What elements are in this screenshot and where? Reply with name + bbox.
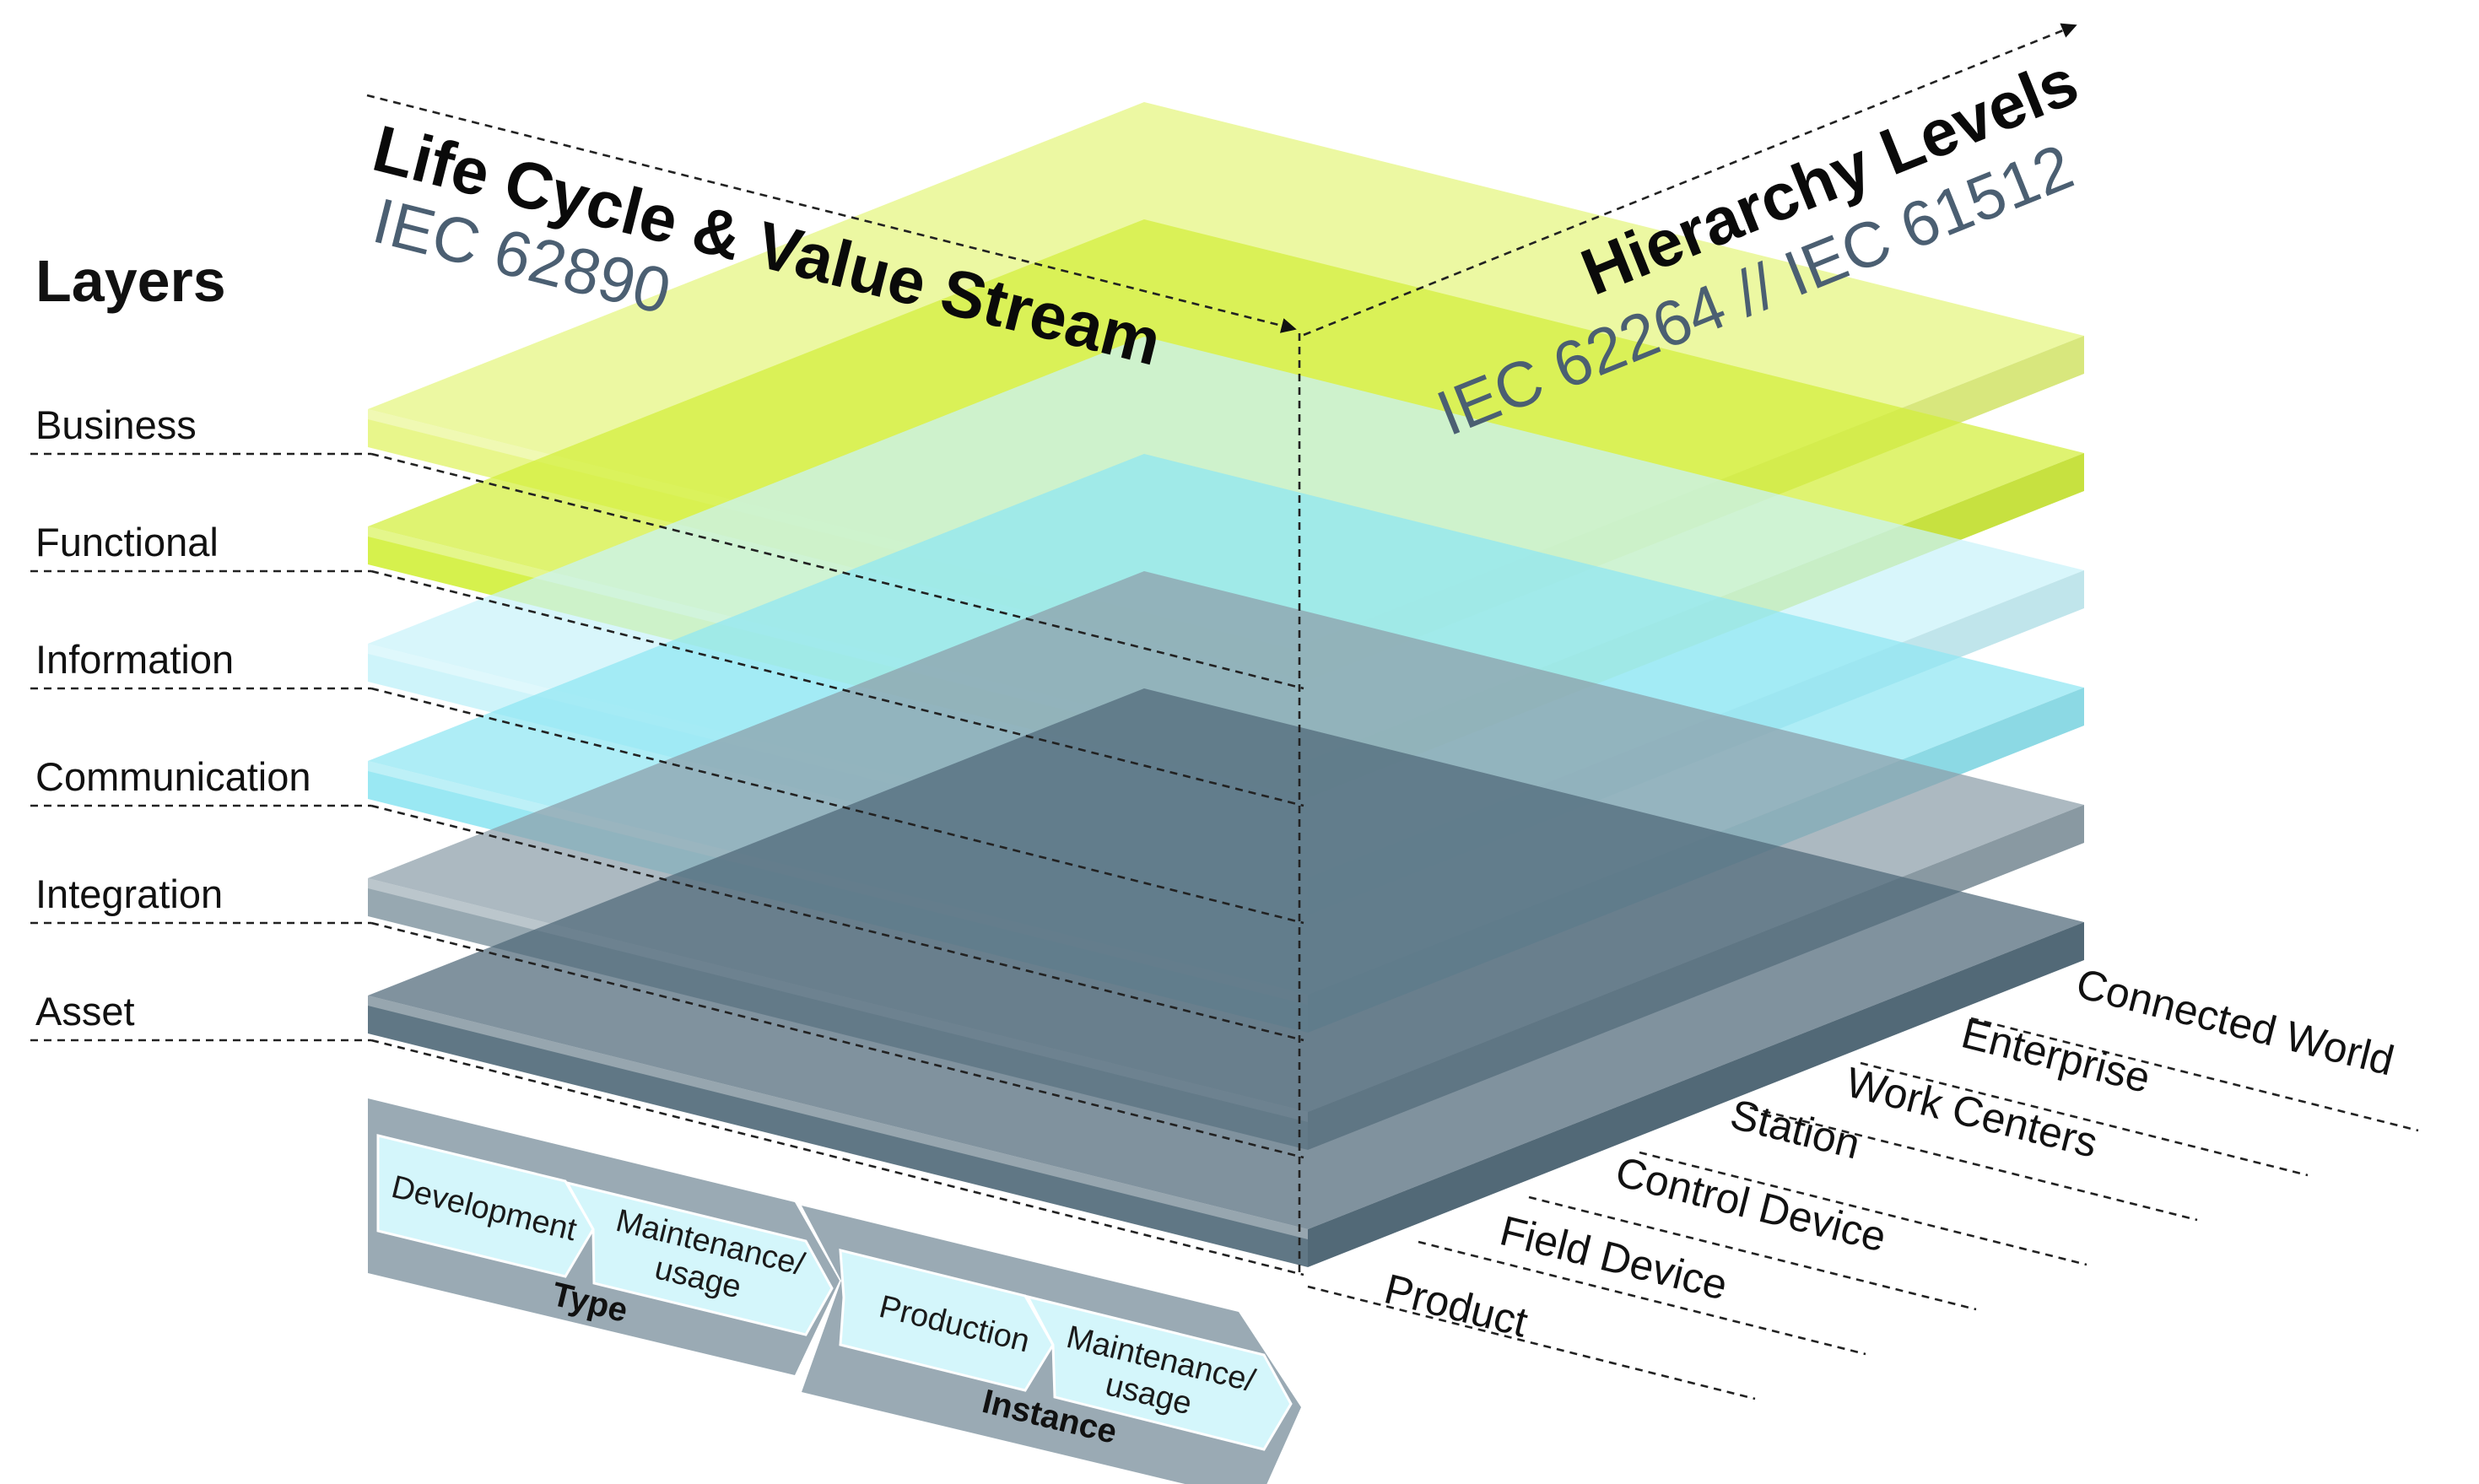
hierarchy-level-guides: [1307, 1017, 2419, 1400]
phase-production-chevron: [839, 1249, 1055, 1392]
hierarchy-guide-enterprise: [1860, 1061, 2309, 1177]
hierarchy-axis-line: [1303, 23, 2077, 337]
layer-labels: Business Functional Information Communic…: [35, 402, 311, 1033]
layer-top-asset: [368, 688, 2084, 1229]
layer-label-business: Business: [35, 402, 197, 447]
life-cycle-bar: Development Maintenance/ usage Productio…: [368, 1098, 1301, 1484]
hierarchy-guide-product: [1307, 1285, 1756, 1400]
hierarchy-guide-connected-world: [1970, 1017, 2419, 1132]
phase-development-chevron: [376, 1134, 595, 1278]
hierarchy-guide-station: [1639, 1151, 2087, 1266]
hierarchy-guide-field-device: [1418, 1240, 1866, 1356]
layer-label-asset: Asset: [35, 989, 135, 1033]
hierarchy-guide-work-centers: [1749, 1106, 2198, 1222]
layer-depth-guide-functional: [370, 569, 1304, 807]
hierarchy-guide-control-device: [1528, 1195, 1977, 1311]
layer-highlight-asset: [368, 996, 1308, 1239]
layer-depth-guide-communication: [370, 804, 1304, 1042]
layer-depth-guide-information: [370, 687, 1304, 925]
layer-leader-lines: [30, 452, 1304, 1276]
layer-front-right-asset: [1308, 922, 2084, 1267]
layer-shade-asset: [1308, 922, 2084, 1267]
hierarchy-level-product: Product: [1380, 1265, 1532, 1346]
layer-front-left-asset: [368, 996, 1308, 1267]
layers-heading: Layers: [35, 248, 226, 314]
hierarchy-level-field-device: Field Device: [1495, 1206, 1731, 1309]
layer-label-information: Information: [35, 637, 234, 682]
hierarchy-level-enterprise: Enterprise: [1957, 1009, 2155, 1102]
phase-maintenance-instance-chevron: [1025, 1294, 1293, 1451]
phase-maintenance-type-chevron: [564, 1180, 834, 1336]
layer-slabs: [368, 102, 2084, 1267]
layer-depth-guide-business: [370, 452, 1304, 690]
layer-slab-asset: [368, 688, 2084, 1267]
layer-label-communication: Communication: [35, 754, 311, 799]
axis-lines: [366, 23, 2077, 1274]
life-cycle-axis-line: [366, 94, 1297, 333]
layer-label-functional: Functional: [35, 520, 219, 564]
layer-label-integration: Integration: [35, 872, 223, 916]
layer-depth-guide-asset: [370, 1039, 1304, 1276]
layer-depth-guide-integration: [370, 921, 1304, 1159]
